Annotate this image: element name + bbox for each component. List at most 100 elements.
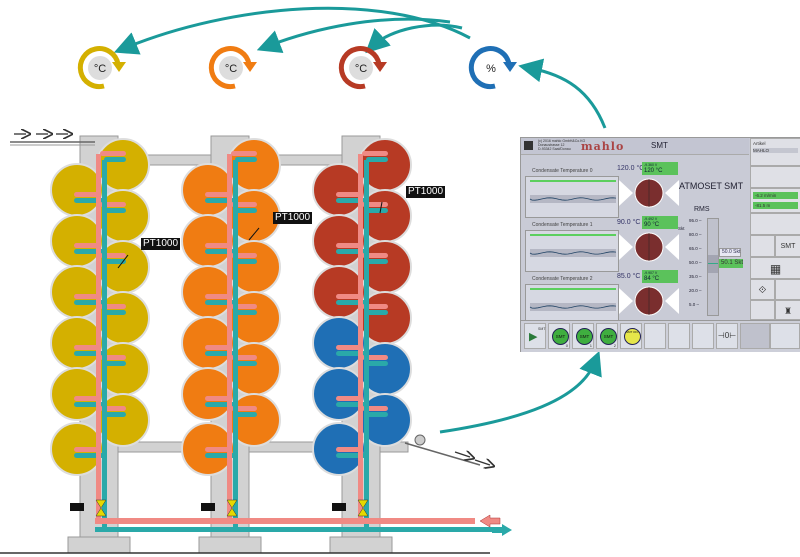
drying-cylinder [181, 214, 235, 268]
smt-zone-icon: SMT [552, 328, 569, 345]
steam-inlet-pipe [74, 294, 100, 299]
condensate-pipe [235, 259, 257, 264]
condensate-pipe [235, 361, 257, 366]
icon-symbol: °C [225, 63, 237, 75]
trend-label: Condensate Temperature 2 [532, 276, 593, 282]
login-icon[interactable]: ⟐ [750, 279, 775, 300]
condensate-pipe [235, 310, 257, 315]
arrow-head [373, 62, 387, 72]
product-name: ATMOSET SMT [679, 181, 744, 191]
control-valve-icon [226, 499, 238, 509]
drying-cylinder [50, 367, 104, 421]
condensate-pipe [366, 412, 388, 417]
rms-title: RMS [694, 206, 710, 213]
control-valve-icon [357, 499, 369, 509]
steam-inlet-pipe [205, 447, 231, 452]
frame-foot [198, 536, 262, 554]
condensate-riser [233, 160, 238, 530]
control-valve-icon [226, 507, 238, 517]
outlet-arrow-icon [479, 514, 501, 528]
cycle-arrow [338, 46, 382, 90]
drying-cylinder [312, 265, 366, 319]
control-arrow [365, 23, 463, 54]
steam-inlet-pipe [362, 151, 388, 156]
trend-chart-2: Condensate Temperature 2 [525, 276, 619, 326]
artikel-label: Artikel [753, 141, 766, 146]
temperature-control-zone3-icon: °C [338, 46, 387, 90]
setpoint-2[interactable]: 85.0 °C [617, 273, 641, 280]
empty-button[interactable] [750, 235, 775, 257]
hot-return-pipe [95, 518, 475, 524]
drying-cylinder [312, 367, 366, 421]
sensor-to-screen-arrow [439, 350, 602, 434]
mahlo-logo: mahlo [581, 140, 625, 153]
trend-chart-1: Condensate Temperature 1 [525, 222, 619, 272]
trend-line [529, 180, 617, 203]
operator-icon[interactable]: ♜ [775, 300, 800, 320]
valve-actuator [70, 503, 84, 511]
control-icons: °C °C °C% [77, 46, 517, 90]
condensate-pipe [104, 361, 126, 366]
control-valve-icon [95, 499, 107, 509]
save-icon[interactable] [524, 141, 533, 150]
humidity-control-icon: % [468, 46, 517, 90]
steam-inlet-pipe [205, 243, 231, 248]
steam-inlet-pipe [205, 396, 231, 401]
cycle-arrow [77, 46, 121, 90]
setpoint-0[interactable]: 120.0 °C [617, 165, 645, 172]
empty-button[interactable] [775, 279, 800, 300]
drying-cylinder [181, 163, 235, 217]
condensate-pipe [366, 157, 388, 162]
drying-cylinder [181, 265, 235, 319]
rms-tick-label: 65.0 – [689, 246, 702, 251]
smt-play-button[interactable]: ▶SMT [524, 323, 546, 349]
actual: 90 °C [644, 222, 660, 228]
empty-button[interactable] [692, 323, 714, 349]
rms-tick-label: 50.0 – [689, 260, 702, 265]
condensate-pipe [104, 208, 126, 213]
smt-label: SMT [538, 327, 546, 331]
steam-inlet-pipe [336, 243, 362, 248]
settings-button[interactable] [740, 323, 770, 349]
service-button[interactable] [770, 323, 800, 349]
artikel-value: MAHLO [753, 148, 798, 153]
empty-button[interactable] [644, 323, 666, 349]
condensate-pipe [235, 157, 257, 162]
condensate-pipe [235, 412, 257, 417]
condensate-pipe [235, 208, 257, 213]
steam-inlet-pipe [231, 151, 257, 156]
rms-tick-label: 20.0 – [689, 288, 702, 293]
empty-button[interactable] [750, 213, 800, 235]
frame-foot [329, 536, 393, 554]
icon-symbol: °C [94, 63, 106, 75]
trend-label: Condensate Temperature 0 [532, 168, 593, 174]
artikel-field[interactable]: Artikel MAHLO [750, 138, 800, 166]
calibrate-icon[interactable]: ⊣0⊢ [716, 323, 738, 349]
rms-setpoint[interactable]: 50.0 Skt [719, 248, 742, 257]
trend-line [529, 288, 617, 311]
setpoint-1[interactable]: 90.0 °C [617, 219, 641, 226]
arrow-head [503, 62, 517, 72]
empty-button[interactable] [668, 323, 690, 349]
length-value: -81.5 m [753, 202, 798, 209]
steam-cloud-icon [88, 56, 112, 80]
control-screen: (c) 2016 mahlo GmbH&Co.KG Donaustrasse 1… [520, 137, 800, 352]
empty-button[interactable] [750, 300, 775, 320]
smt-zone-icon: SMT [600, 328, 617, 345]
keyboard-icon[interactable]: ▦ [750, 257, 800, 279]
smt-off-button[interactable]: SMT OFF [620, 323, 642, 349]
smt-button[interactable]: SMT [775, 235, 800, 257]
pipes [70, 151, 388, 530]
trend-label: Condensate Temperature 1 [532, 222, 593, 228]
steam-riser [358, 154, 363, 524]
voltage: -9.907 V [644, 271, 658, 275]
temperature-control-zone2-icon: °C [208, 46, 257, 90]
cycle-arrow [208, 46, 252, 90]
temperature-control-zone1-icon: °C [77, 46, 126, 90]
empty-button[interactable] [750, 166, 800, 188]
